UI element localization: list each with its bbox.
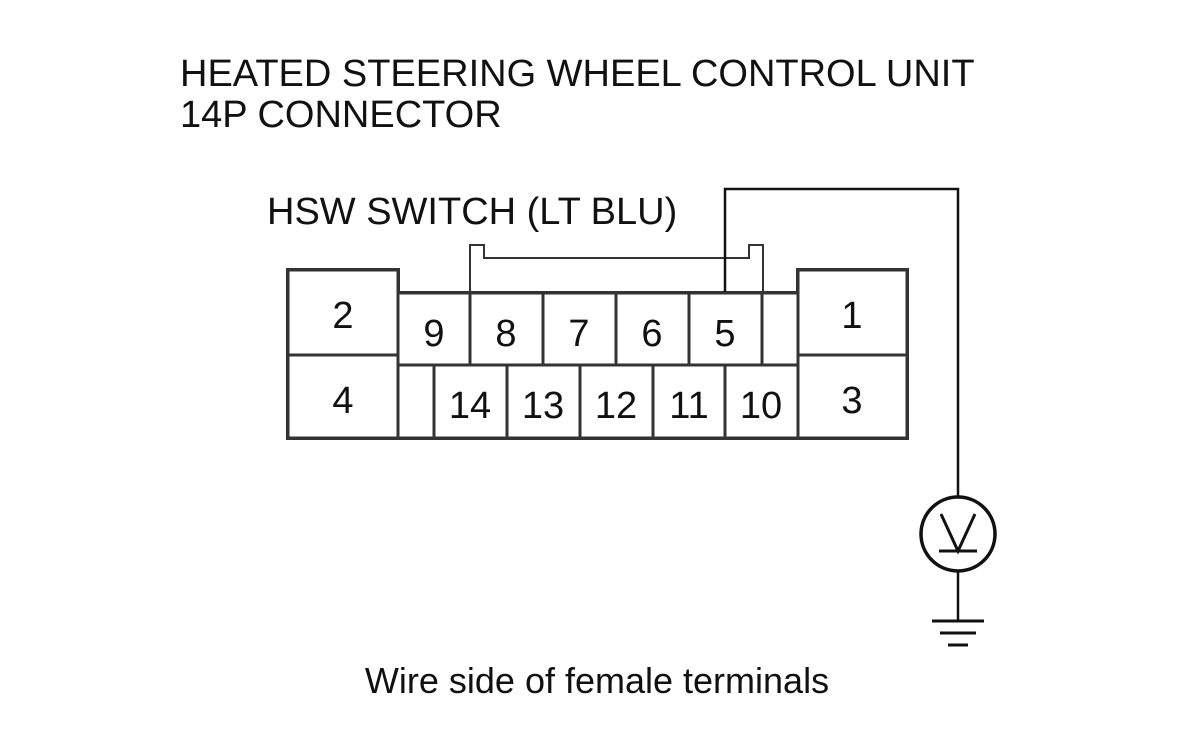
pin-cavity-5 xyxy=(687,291,764,367)
pin-label-3: 3 xyxy=(841,380,862,422)
pin-cavity-12 xyxy=(578,363,655,440)
pin-cavity-14 xyxy=(432,363,509,440)
pin-label-12: 12 xyxy=(595,385,637,427)
pin-cavity-3 xyxy=(796,353,909,440)
pin-label-13: 13 xyxy=(522,385,564,427)
voltmeter-symbol xyxy=(919,495,997,573)
pin-label-10: 10 xyxy=(740,385,782,427)
pin-cavity-10 xyxy=(723,363,800,440)
pin-label-2: 2 xyxy=(332,295,353,337)
ground-icon xyxy=(932,571,984,647)
wire-label: HSW SWITCH (LT BLU) xyxy=(267,191,677,233)
pin-cavity-6 xyxy=(614,291,691,367)
pin-label-8: 8 xyxy=(495,313,516,355)
connector-latch xyxy=(469,244,764,293)
pin-label-7: 7 xyxy=(568,313,589,355)
probe-wire xyxy=(723,187,960,496)
title-line-2: 14P CONNECTOR xyxy=(180,94,502,136)
pin-cavity-11 xyxy=(651,363,727,440)
pin-cavity-7 xyxy=(541,291,618,367)
pin-label-1: 1 xyxy=(841,295,862,337)
pin-cavity-4 xyxy=(286,353,400,440)
pin-label-6: 6 xyxy=(641,313,662,355)
title-line-1: HEATED STEERING WHEEL CONTROL UNIT xyxy=(180,53,975,95)
voltmeter-circle xyxy=(919,495,997,573)
pin-cavity-2 xyxy=(286,268,400,357)
pin-cavity-blank-upper xyxy=(760,291,800,367)
pin-label-14: 14 xyxy=(449,385,491,427)
pin-label-4: 4 xyxy=(332,380,353,422)
pin-cavity-blank-lower xyxy=(396,363,436,440)
pin-label-11: 11 xyxy=(669,385,708,427)
footer-caption: Wire side of female terminals xyxy=(365,660,829,701)
pin-label-5: 5 xyxy=(714,313,735,355)
pin-label-9: 9 xyxy=(423,313,444,355)
